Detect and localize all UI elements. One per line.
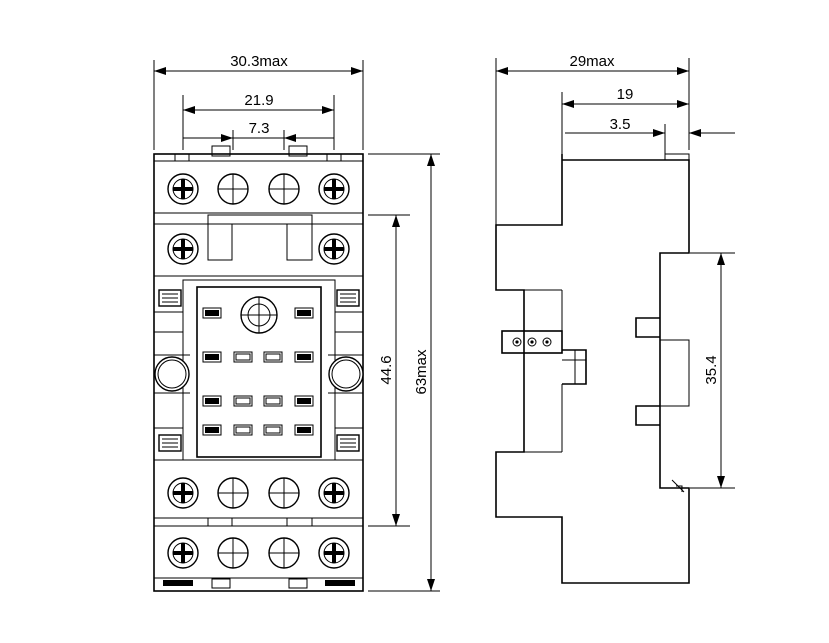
front-upper-screw-row — [154, 214, 363, 277]
dim-front-inner-height: 44.6 — [368, 214, 410, 527]
dim-front-width: 30.3max — [153, 53, 364, 150]
front-bottom-terminal-row — [154, 525, 363, 589]
dim-side-width-label: 29max — [569, 53, 615, 70]
dim-side-offset-label: 3.5 — [610, 116, 631, 133]
dim-front-pin-pitch: 7.3 — [183, 120, 334, 150]
dim-front-width-label: 30.3max — [230, 53, 288, 70]
side-wire-entry — [501, 330, 587, 385]
front-center-relay-area — [182, 279, 336, 461]
dim-front-height: 63max — [368, 153, 440, 592]
dim-front-height-label: 63max — [413, 349, 430, 395]
front-top-ribs — [154, 145, 363, 162]
dim-front-inner-height-label: 44.6 — [378, 355, 395, 384]
front-mounting-holes — [154, 354, 364, 394]
dim-side-depth-label: 19 — [617, 86, 634, 103]
dim-side-depth: 19 — [561, 86, 689, 154]
dim-side-rail-label: 35.4 — [703, 355, 720, 384]
front-view: 30.3max 21.9 7.3 63max — [153, 53, 440, 592]
dim-front-pin-pitch-label: 7.3 — [249, 120, 270, 137]
dim-side-rail: 35.4 — [690, 252, 735, 489]
dim-front-pin-span: 21.9 — [182, 92, 335, 150]
front-lower-screw-row — [154, 459, 363, 527]
dim-front-pin-span-label: 21.9 — [244, 92, 273, 109]
side-view: 29max 19 3.5 35.4 — [495, 53, 735, 584]
front-top-terminal-row — [154, 172, 363, 214]
side-body-outline — [495, 154, 690, 584]
front-side-clips — [154, 289, 363, 452]
dim-side-width: 29max — [495, 53, 690, 225]
side-rail-clips — [635, 317, 690, 493]
dim-side-offset: 3.5 — [565, 116, 735, 154]
